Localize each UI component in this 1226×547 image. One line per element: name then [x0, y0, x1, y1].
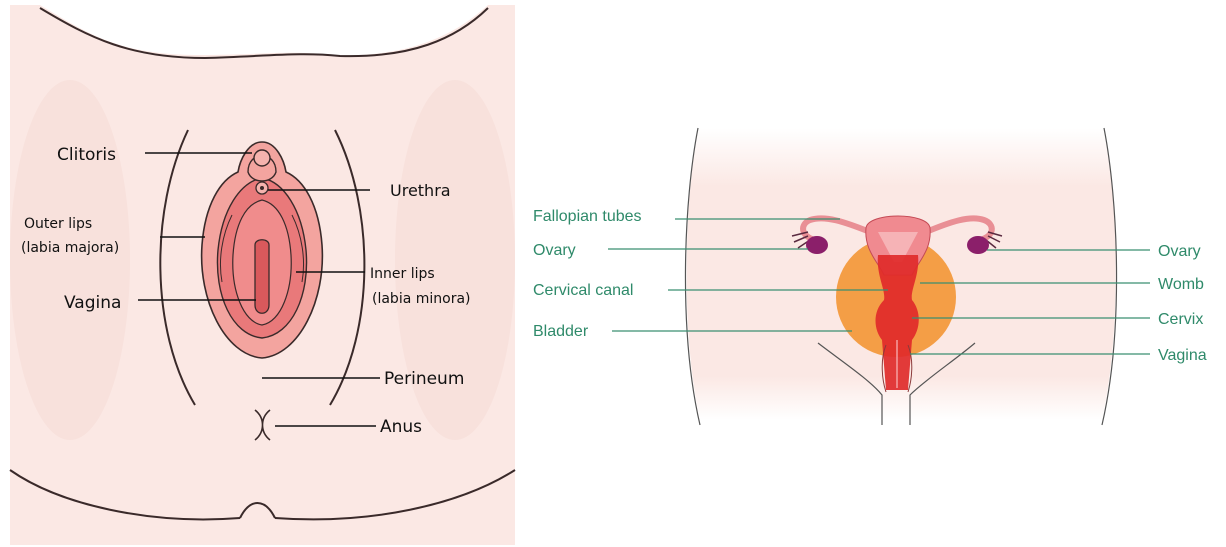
label-womb: Womb	[1158, 276, 1204, 293]
label-clitoris: Clitoris	[57, 145, 116, 165]
label-inner-lips-2: (labia minora)	[372, 291, 471, 307]
ovary-right-shape	[967, 236, 989, 254]
label-ovary-left: Ovary	[533, 242, 576, 259]
label-cervix: Cervix	[1158, 311, 1203, 328]
label-outer-lips-1: Outer lips	[24, 216, 92, 232]
label-ovary-right: Ovary	[1158, 243, 1201, 260]
ovary-left-shape	[806, 236, 828, 254]
label-fallopian-tubes: Fallopian tubes	[533, 208, 642, 225]
urethra-dot	[260, 186, 264, 190]
label-urethra: Urethra	[390, 181, 451, 200]
left-hip-shade	[10, 80, 130, 440]
label-vagina-internal: Vagina	[1158, 347, 1207, 364]
label-inner-lips-1: Inner lips	[370, 266, 435, 282]
label-bladder: Bladder	[533, 323, 589, 340]
label-vagina: Vagina	[64, 293, 121, 313]
external-anatomy-panel: Clitoris Urethra Outer lips (labia major…	[10, 0, 515, 545]
clitoris-shape	[254, 150, 270, 166]
vaginal-opening	[255, 240, 269, 314]
label-cervical-canal: Cervical canal	[533, 282, 633, 299]
label-anus: Anus	[380, 417, 422, 437]
internal-anatomy-panel: Fallopian tubes Ovary Cervical canal Bla…	[533, 128, 1207, 425]
label-perineum: Perineum	[384, 369, 464, 389]
label-outer-lips-2: (labia majora)	[21, 240, 119, 256]
